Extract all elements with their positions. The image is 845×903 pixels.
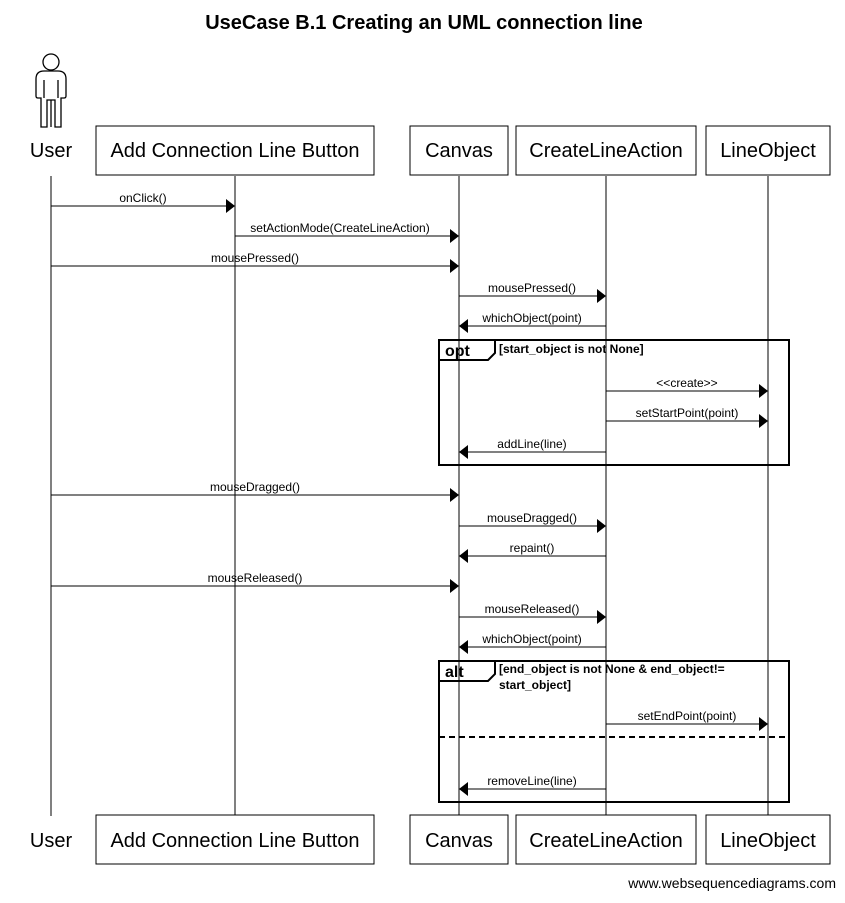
message-13: mouseReleased(): [459, 602, 606, 624]
message-6: <<create>>: [606, 376, 768, 398]
participant-label-user: User: [30, 140, 73, 162]
participant-cla-top: CreateLineAction: [515, 125, 697, 176]
message-label: setActionMode(CreateLineAction): [250, 221, 429, 235]
diagram-title: UseCase B.1 Creating an UML connection l…: [205, 12, 643, 34]
actor-user-top: User: [30, 53, 73, 162]
message-11: repaint(): [459, 541, 606, 563]
participant-label-lineobj-bottom: LineObject: [720, 830, 816, 852]
participant-label-lineobj: LineObject: [720, 140, 816, 162]
fragment-alt-keyword: alt: [445, 664, 464, 681]
message-label: repaint(): [510, 541, 555, 555]
message-label: whichObject(point): [481, 632, 581, 646]
participant-btn-bottom: Add Connection Line Button: [95, 814, 375, 865]
participant-label-user-bottom: User: [30, 830, 73, 852]
message-9: mouseDragged(): [51, 480, 459, 502]
participant-canvas-top: Canvas: [409, 125, 509, 176]
messages: onClick() setActionMode(CreateLineAction…: [51, 191, 768, 796]
participant-label-cla: CreateLineAction: [529, 140, 682, 162]
message-label: removeLine(line): [487, 774, 576, 788]
message-label: mouseDragged(): [487, 511, 577, 525]
participants-bottom: User Add Connection Line Button Canvas C…: [30, 814, 831, 865]
message-14: whichObject(point): [459, 632, 606, 654]
message-label: setStartPoint(point): [636, 406, 739, 420]
participant-label-canvas-bottom: Canvas: [425, 830, 493, 852]
fragment-opt-guard: [start_object is not None]: [499, 342, 644, 356]
message-10: mouseDragged(): [459, 511, 606, 533]
participant-cla-bottom: CreateLineAction: [515, 814, 697, 865]
participant-btn-top: Add Connection Line Button: [95, 125, 375, 176]
message-label: addLine(line): [497, 437, 566, 451]
message-15: setEndPoint(point): [606, 709, 768, 731]
message-label: <<create>>: [656, 376, 717, 390]
message-label: whichObject(point): [481, 311, 581, 325]
message-label: mousePressed(): [211, 251, 299, 265]
fragment-opt: opt [start_object is not None]: [438, 339, 790, 466]
message-5: whichObject(point): [459, 311, 606, 333]
message-label: setEndPoint(point): [638, 709, 737, 723]
participants-top: User Add Connection Line Button Canvas C…: [30, 53, 831, 176]
message-label: mouseDragged(): [210, 480, 300, 494]
participant-canvas-bottom: Canvas: [409, 814, 509, 865]
message-2: setActionMode(CreateLineAction): [235, 221, 459, 243]
participant-lineobj-bottom: LineObject: [705, 814, 831, 865]
fragment-opt-keyword: opt: [445, 343, 471, 360]
message-label: mouseReleased(): [485, 602, 580, 616]
message-8: addLine(line): [459, 437, 606, 459]
message-label: mousePressed(): [488, 281, 576, 295]
participant-label-canvas: Canvas: [425, 140, 493, 162]
fragment-alt-guard-line-1: [end_object is not None & end_object!=: [499, 662, 725, 676]
actor-figure-icon: [35, 53, 67, 128]
message-16: removeLine(line): [459, 774, 606, 796]
message-12: mouseReleased(): [51, 571, 459, 593]
participant-label-btn-bottom: Add Connection Line Button: [110, 830, 359, 852]
message-7: setStartPoint(point): [606, 406, 768, 428]
fragment-alt-guard-line-2: start_object]: [499, 678, 571, 692]
message-label: onClick(): [119, 191, 166, 205]
message-1: onClick(): [51, 191, 235, 213]
fragment-alt: alt [end_object is not None & end_object…: [438, 660, 790, 803]
participant-lineobj-top: LineObject: [705, 125, 831, 176]
lifelines: [50, 176, 769, 816]
message-3: mousePressed(): [51, 251, 459, 273]
participant-label-cla-bottom: CreateLineAction: [529, 830, 682, 852]
message-label: mouseReleased(): [208, 571, 303, 585]
participant-label-btn: Add Connection Line Button: [110, 140, 359, 162]
message-4: mousePressed(): [459, 281, 606, 303]
credit-link[interactable]: www.websequencediagrams.com: [627, 875, 836, 891]
